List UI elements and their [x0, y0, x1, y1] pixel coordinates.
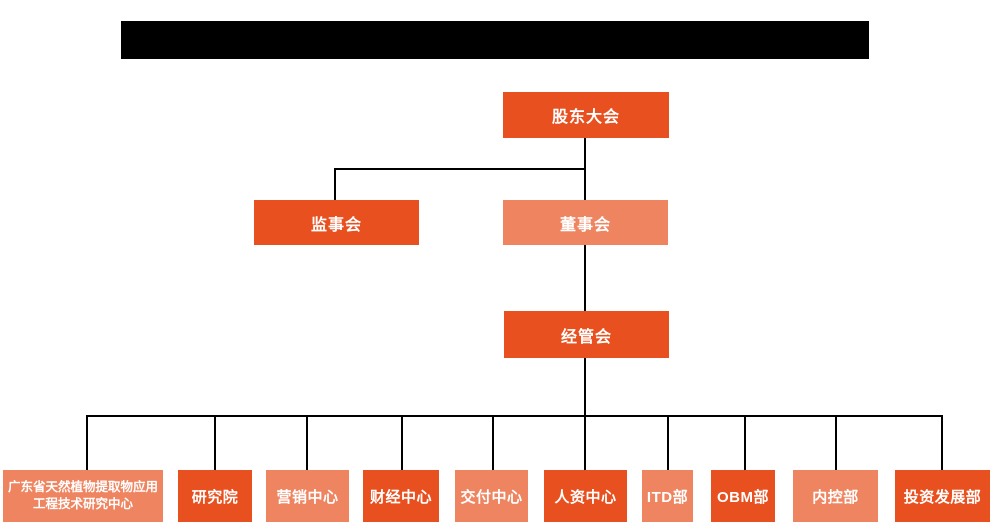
org-node-label: 广东省天然植物提取物应用工程技术研究中心: [7, 480, 158, 511]
org-node-label: 研究院: [191, 488, 239, 506]
org-node-delivery-center: 交付中心: [455, 470, 528, 522]
org-node-label: 股东大会: [551, 109, 620, 126]
connector-drop-research-institute: [214, 415, 216, 470]
connector-to-board: [584, 168, 586, 200]
connector-to-supervisory: [334, 168, 336, 200]
connector-drop-internal-control: [835, 415, 837, 470]
connector-drop-delivery: [492, 415, 494, 470]
org-node-obm-department: OBM部: [711, 470, 775, 522]
connector-drop-marketing: [306, 415, 308, 470]
connector-board-to-management: [584, 245, 586, 311]
connector-drop-hr: [584, 415, 586, 470]
org-node-management-committee: 经管会: [504, 311, 669, 358]
connector-management-down: [584, 358, 586, 416]
org-node-shareholders-meeting: 股东大会: [503, 92, 669, 138]
connector-shareholders-down: [584, 137, 586, 169]
org-node-supervisory-board: 监事会: [254, 200, 419, 245]
org-node-finance-center: 财经中心: [363, 470, 439, 522]
connector-drop-obm: [744, 415, 746, 470]
org-node-label: 投资发展部: [903, 488, 982, 506]
connector-drop-research-center: [86, 415, 88, 470]
org-node-itd-department: ITD部: [642, 470, 693, 522]
connector-departments-bus: [86, 415, 943, 417]
org-node-label: ITD部: [646, 488, 689, 506]
org-node-label: 人资中心: [554, 488, 617, 506]
org-node-hr-center: 人资中心: [544, 470, 627, 522]
org-node-internal-control-department: 内控部: [793, 470, 878, 522]
connector-drop-finance: [401, 415, 403, 470]
org-node-label: 财经中心: [369, 488, 432, 506]
org-node-label: 监事会: [310, 216, 362, 234]
org-node-board-of-directors: 董事会: [503, 200, 668, 245]
org-node-label: 内控部: [812, 488, 859, 506]
org-node-label: OBM部: [717, 488, 769, 506]
connector-drop-investment: [941, 415, 943, 470]
org-node-label: 营销中心: [276, 488, 339, 506]
org-node-investment-development-department: 投资发展部: [895, 470, 990, 522]
org-node-label: 董事会: [559, 216, 611, 234]
org-node-marketing-center: 营销中心: [266, 470, 349, 522]
org-node-research-institute: 研究院: [178, 470, 252, 522]
org-node-label: 经管会: [560, 328, 612, 346]
redacted-title-bar: [121, 21, 869, 59]
connector-drop-itd: [667, 415, 669, 470]
connector-split-horizontal: [334, 168, 586, 170]
org-node-guangdong-research-center: 广东省天然植物提取物应用工程技术研究中心: [3, 470, 163, 522]
org-node-label: 交付中心: [460, 488, 523, 506]
